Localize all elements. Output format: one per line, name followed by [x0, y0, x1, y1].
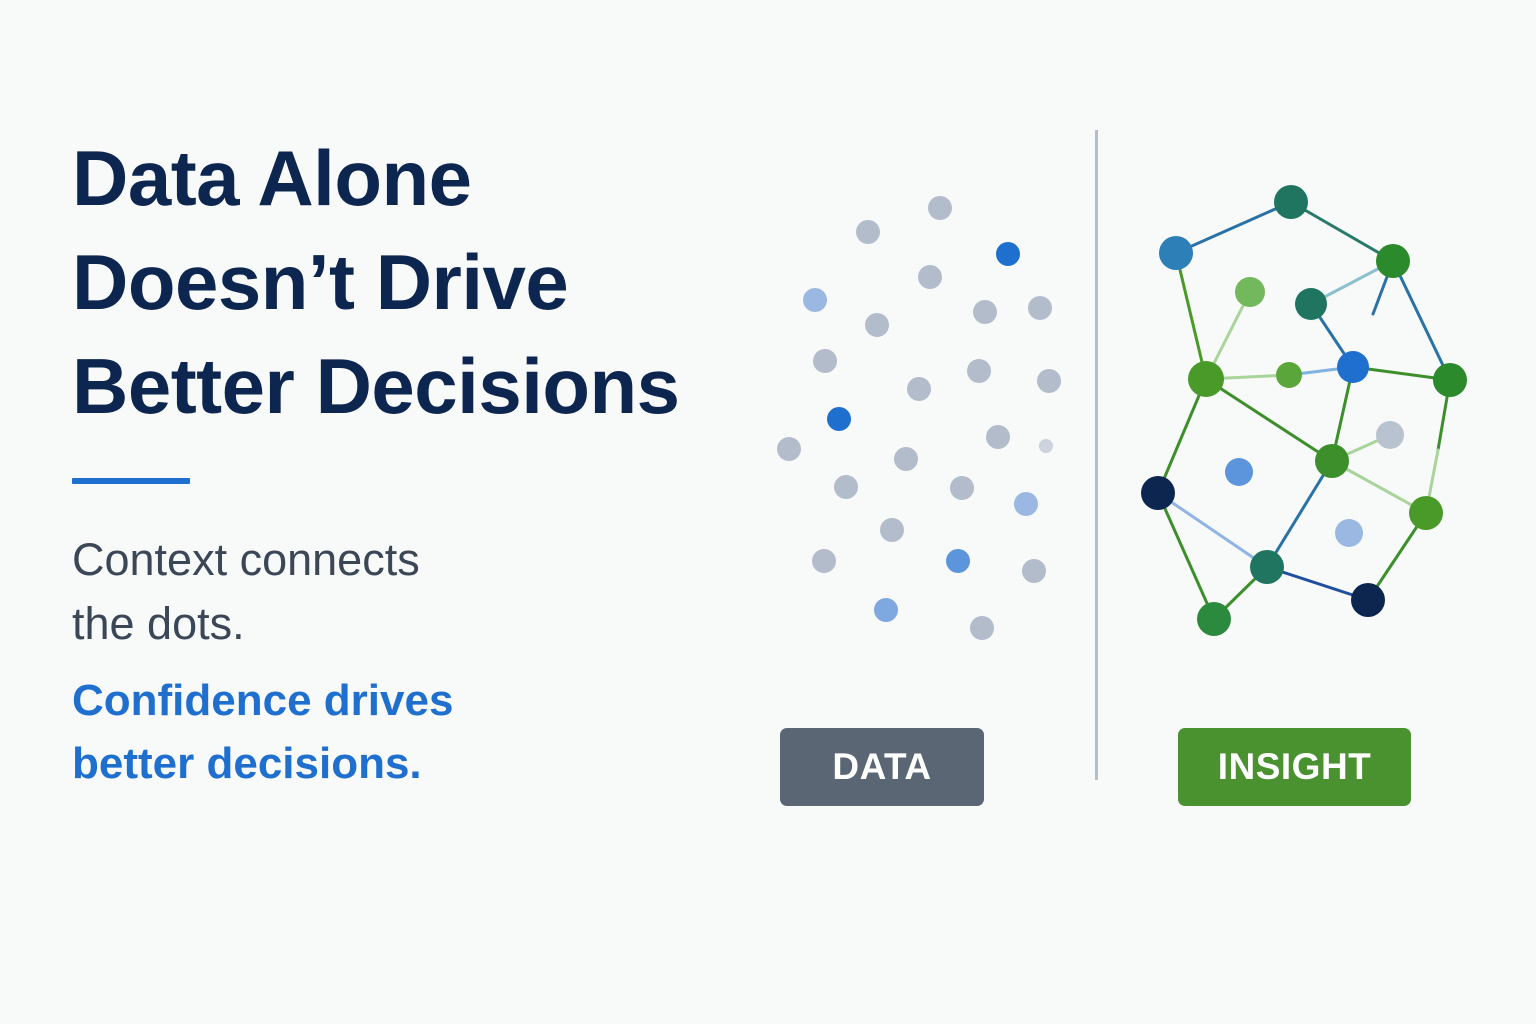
data-dot	[1022, 559, 1046, 583]
network-link	[1289, 200, 1395, 263]
headline: Data Alone Doesn’t Drive Better Decision…	[72, 126, 772, 438]
network-link	[1265, 459, 1334, 569]
network-node	[1141, 476, 1175, 510]
network-node	[1225, 458, 1253, 486]
data-dot	[813, 349, 837, 373]
data-dot	[894, 447, 918, 471]
center-divider	[1095, 130, 1098, 780]
network-node	[1337, 351, 1369, 383]
network-node	[1250, 550, 1284, 584]
data-dot	[918, 265, 942, 289]
data-dot	[856, 220, 880, 244]
headline-line-3: Better Decisions	[72, 342, 680, 430]
context-text: Context connects the dots.	[72, 528, 420, 656]
network-node	[1351, 583, 1385, 617]
data-dot	[1028, 296, 1052, 320]
network-link	[1366, 511, 1428, 602]
network-node	[1376, 421, 1404, 449]
network-link	[1156, 377, 1208, 495]
network-node	[1433, 363, 1467, 397]
accent-rule	[72, 478, 190, 484]
network-node	[1274, 185, 1308, 219]
data-dot	[986, 425, 1010, 449]
data-dot	[803, 288, 827, 312]
context-line-2: the dots.	[72, 598, 245, 649]
data-dot	[946, 549, 970, 573]
data-dot	[812, 549, 836, 573]
data-dot	[865, 313, 889, 337]
network-node	[1235, 277, 1265, 307]
data-dot	[880, 518, 904, 542]
network-node	[1409, 496, 1443, 530]
data-dot	[874, 598, 898, 622]
context-line-1: Context connects	[72, 534, 420, 585]
network-link	[1330, 459, 1428, 515]
data-dot	[967, 359, 991, 383]
confidence-line-1: Confidence drives	[72, 676, 454, 725]
data-dot	[827, 407, 851, 431]
network-node	[1295, 288, 1327, 320]
data-dot	[907, 377, 931, 401]
data-dot	[928, 196, 952, 220]
data-dot	[777, 437, 801, 461]
data-badge: DATA	[780, 728, 984, 806]
network-link	[1265, 565, 1370, 602]
confidence-text: Confidence drives better decisions.	[72, 669, 453, 795]
network-node	[1276, 362, 1302, 388]
data-dot	[950, 476, 974, 500]
data-dot	[1039, 439, 1053, 453]
data-dot	[996, 242, 1020, 266]
data-dot	[834, 475, 858, 499]
insight-badge: INSIGHT	[1178, 728, 1411, 806]
headline-line-1: Data Alone	[72, 134, 472, 222]
network-node	[1188, 361, 1224, 397]
network-link	[1156, 491, 1216, 621]
data-dot	[973, 300, 997, 324]
network-node	[1376, 244, 1410, 278]
data-dot	[970, 616, 994, 640]
network-link	[1174, 200, 1293, 255]
network-link	[1174, 251, 1208, 381]
confidence-line-2: better decisions.	[72, 739, 422, 788]
network-link	[1391, 259, 1452, 382]
network-node	[1159, 236, 1193, 270]
network-node	[1315, 444, 1349, 478]
network-node	[1335, 519, 1363, 547]
headline-line-2: Doesn’t Drive	[72, 238, 569, 326]
data-dot	[1014, 492, 1038, 516]
insight-network-nodes	[1141, 185, 1467, 636]
network-link	[1156, 491, 1269, 569]
network-node	[1197, 602, 1231, 636]
network-link	[1204, 377, 1334, 463]
scattered-data-dots	[777, 196, 1061, 640]
data-dot	[1037, 369, 1061, 393]
